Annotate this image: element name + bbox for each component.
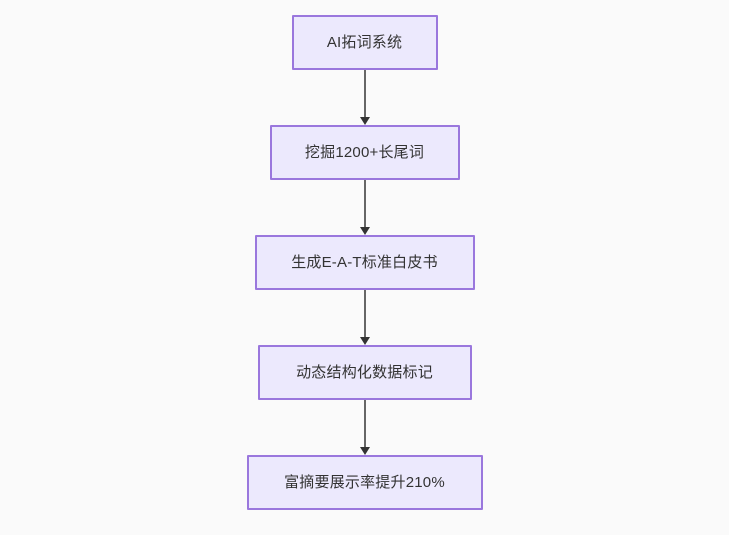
edge-line xyxy=(363,180,366,228)
arrowhead-down-icon xyxy=(359,227,370,235)
arrowhead-down-icon xyxy=(359,337,370,345)
flow-edge-n3-n4 xyxy=(358,290,372,345)
flow-node-dynamic-structured-data-markup[interactable]: 动态结构化数据标记 xyxy=(257,345,472,400)
flow-node-mine-longtail-keywords[interactable]: 挖掘1200+长尾词 xyxy=(269,125,460,180)
flow-node-label: 富摘要展示率提升210% xyxy=(284,474,445,491)
arrowhead-down-icon xyxy=(359,447,370,455)
flowchart-node-stack: AI拓词系统 挖掘1200+长尾词 生成E-A-T标准白皮书 动态结构化数据标记 xyxy=(246,15,483,510)
flow-node-rich-snippet-impression-uplift[interactable]: 富摘要展示率提升210% xyxy=(246,455,483,510)
flow-node-label: 生成E-A-T标准白皮书 xyxy=(291,254,438,271)
edge-line xyxy=(363,70,366,118)
flow-edge-n1-n2 xyxy=(358,70,372,125)
flow-node-label: 挖掘1200+长尾词 xyxy=(304,144,425,161)
flow-node-generate-eat-whitepaper[interactable]: 生成E-A-T标准白皮书 xyxy=(254,235,475,290)
flow-edge-n4-n5 xyxy=(358,400,372,455)
flow-edge-n2-n3 xyxy=(358,180,372,235)
edge-line xyxy=(363,290,366,338)
flow-node-label: AI拓词系统 xyxy=(326,34,403,51)
flow-node-label: 动态结构化数据标记 xyxy=(296,364,433,381)
edge-line xyxy=(363,400,366,448)
arrowhead-down-icon xyxy=(359,117,370,125)
flow-node-ai-keyword-system[interactable]: AI拓词系统 xyxy=(291,15,438,70)
